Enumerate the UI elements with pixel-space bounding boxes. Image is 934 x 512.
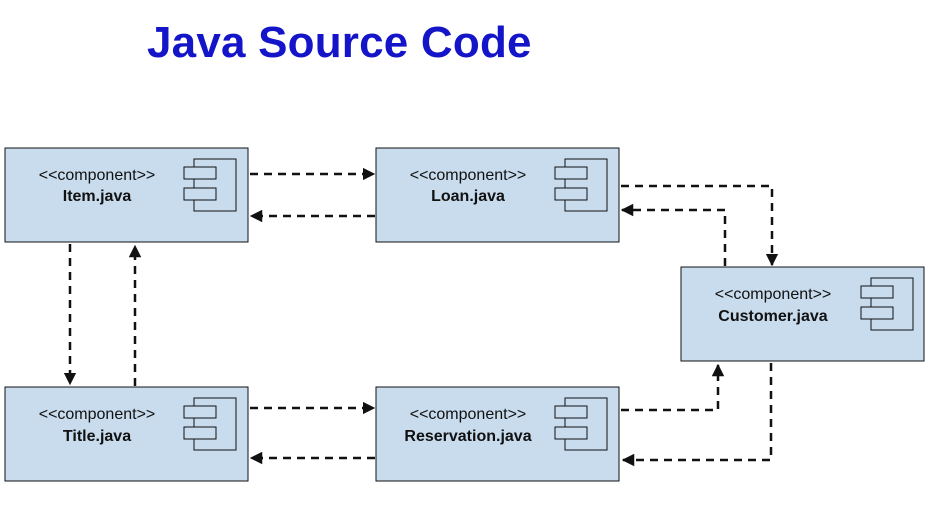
component-item[interactable]: <<component>> Item.java	[4, 147, 249, 243]
component-reservation[interactable]: <<component>> Reservation.java	[375, 386, 620, 482]
component-icon	[183, 158, 237, 212]
component-customer[interactable]: <<component>> Customer.java	[680, 266, 925, 362]
component-title[interactable]: <<component>> Title.java	[4, 386, 249, 482]
dependency-loan-to-customer	[621, 184, 779, 267]
component-icon	[554, 158, 608, 212]
component-icon	[554, 397, 608, 451]
component-icon	[183, 397, 237, 451]
component-icon	[860, 277, 914, 331]
component-stereotype: <<component>>	[715, 286, 832, 303]
component-name: Customer.java	[718, 308, 827, 325]
component-stereotype: <<component>>	[410, 167, 527, 184]
component-name: Loan.java	[431, 188, 505, 205]
component-stereotype: <<component>>	[39, 406, 156, 423]
component-loan[interactable]: <<component>> Loan.java	[375, 147, 620, 243]
component-name: Item.java	[63, 188, 132, 205]
component-name: Title.java	[63, 428, 131, 445]
dependency-customer-to-reservation	[621, 363, 773, 467]
component-stereotype: <<component>>	[410, 406, 527, 423]
component-name: Reservation.java	[404, 428, 531, 445]
dependency-customer-to-loan	[620, 203, 727, 266]
dependency-reservation-to-customer	[621, 363, 725, 412]
component-stereotype: <<component>>	[39, 167, 156, 184]
diagram-title: Java Source Code	[147, 18, 532, 67]
